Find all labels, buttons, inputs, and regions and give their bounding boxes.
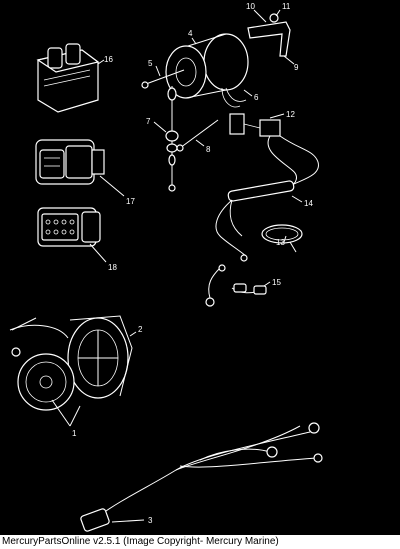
leader-18 <box>89 243 107 263</box>
part-3-harness <box>80 422 323 532</box>
leader-1a <box>51 399 71 427</box>
leader-9 <box>283 55 295 65</box>
leader-10 <box>253 9 267 23</box>
callout-3: 3 <box>148 516 153 525</box>
part-12-terminal-block <box>229 113 281 137</box>
part-11-nut <box>269 13 279 23</box>
callout-18: 18 <box>108 263 117 272</box>
leader-16 <box>97 59 105 65</box>
leader-17 <box>99 175 125 197</box>
leader-8 <box>195 139 205 147</box>
callout-12: 12 <box>286 110 295 119</box>
callout-4: 4 <box>188 29 193 38</box>
callout-7: 7 <box>146 117 151 126</box>
parts-diagram: 1 2 3 4 5 6 7 8 9 10 11 12 13 14 15 16 1… <box>9 2 323 532</box>
part-14-harness <box>215 135 319 262</box>
callout-2: 2 <box>138 325 143 334</box>
leader-15 <box>263 281 271 287</box>
leader-5 <box>155 65 161 77</box>
callout-15: 15 <box>272 278 281 287</box>
leader-13 <box>283 235 287 243</box>
callout-10: 10 <box>246 2 255 11</box>
part-10-bracket <box>247 21 291 57</box>
part-4-gauge-housing <box>165 33 249 99</box>
callout-13: 13 <box>276 238 285 247</box>
callout-11: 11 <box>282 2 291 11</box>
part-7-bulb-socket <box>165 86 179 192</box>
callout-14: 14 <box>304 199 313 208</box>
part-13-clamp <box>261 224 303 253</box>
leader-7 <box>153 121 167 133</box>
copyright-caption: MercuryPartsOnline v2.5.1 (Image Copyrig… <box>0 535 400 549</box>
part-17-connector <box>35 139 105 185</box>
leader-2 <box>129 331 137 337</box>
callout-9: 9 <box>294 63 299 72</box>
callout-17: 17 <box>126 197 135 206</box>
callout-1: 1 <box>72 429 77 438</box>
callout-6: 6 <box>254 93 259 102</box>
callout-5: 5 <box>148 59 153 68</box>
part-18-connector <box>37 207 101 247</box>
leader-11 <box>275 9 281 17</box>
callout-16: 16 <box>104 55 113 64</box>
part-2-bracket <box>67 315 133 399</box>
part-16-connector <box>36 43 100 113</box>
part-15-leads <box>205 264 267 307</box>
part-8-screw <box>176 119 219 152</box>
part-5-screw <box>141 69 185 89</box>
leader-12 <box>269 113 285 119</box>
leader-6 <box>243 89 253 97</box>
leader-4 <box>191 37 197 45</box>
leader-14 <box>291 195 303 203</box>
callout-8: 8 <box>206 145 211 154</box>
leader-1b <box>69 405 81 427</box>
part-6-wires <box>221 87 247 108</box>
part-1-gauge <box>9 317 75 411</box>
leader-3 <box>111 519 145 523</box>
